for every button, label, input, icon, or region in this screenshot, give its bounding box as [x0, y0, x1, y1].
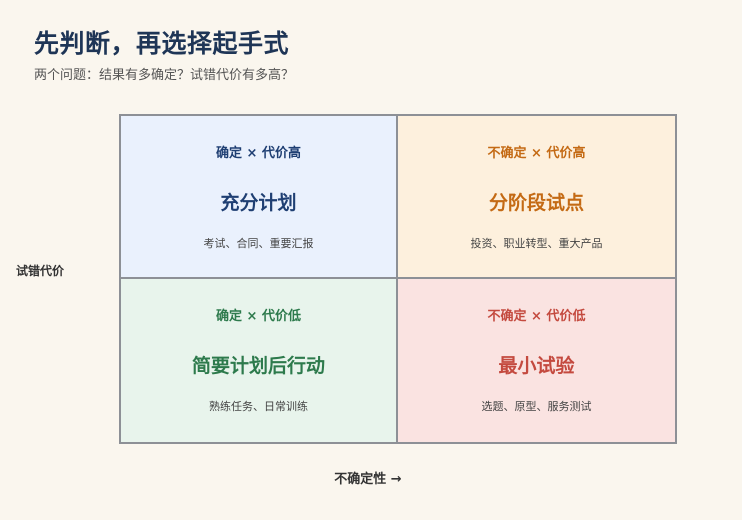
quadrant-certain-high-cost: 确定 × 代价高 充分计划 考试、合同、重要汇报: [121, 116, 398, 279]
quadrant-heading: 不确定 × 代价高: [487, 146, 586, 161]
quadrant-uncertain-high-cost: 不确定 × 代价高 分阶段试点 投资、职业转型、重大产品: [398, 116, 675, 279]
x-axis-label: 不确定性 →: [334, 472, 402, 487]
quadrant-strategy: 充分计划: [220, 192, 297, 214]
quadrant-examples: 考试、合同、重要汇报: [203, 237, 314, 250]
page-title: 先判断，再选择起手式: [34, 29, 290, 58]
quadrant-examples: 熟练任务、日常训练: [209, 400, 308, 413]
quadrant-strategy: 分阶段试点: [488, 192, 584, 214]
quadrant-certain-low-cost: 确定 × 代价低 简要计划后行动 熟练任务、日常训练: [121, 279, 398, 442]
quadrant-examples: 投资、职业转型、重大产品: [470, 237, 603, 250]
quadrant-strategy: 最小试验: [498, 355, 575, 377]
quadrant-uncertain-low-cost: 不确定 × 代价低 最小试验 选题、原型、服务测试: [398, 279, 675, 442]
page-subtitle: 两个问题：结果有多确定？试错代价有多高？: [34, 68, 295, 83]
quadrant-examples: 选题、原型、服务测试: [481, 400, 592, 413]
quadrant-strategy: 简要计划后行动: [191, 355, 325, 377]
quadrant-heading: 确定 × 代价高: [216, 146, 301, 161]
decision-matrix: 确定 × 代价高 充分计划 考试、合同、重要汇报 不确定 × 代价高 分阶段试点…: [119, 114, 677, 444]
quadrant-heading: 不确定 × 代价低: [487, 309, 586, 324]
y-axis-label: 试错代价: [16, 264, 65, 278]
quadrant-heading: 确定 × 代价低: [216, 309, 301, 324]
